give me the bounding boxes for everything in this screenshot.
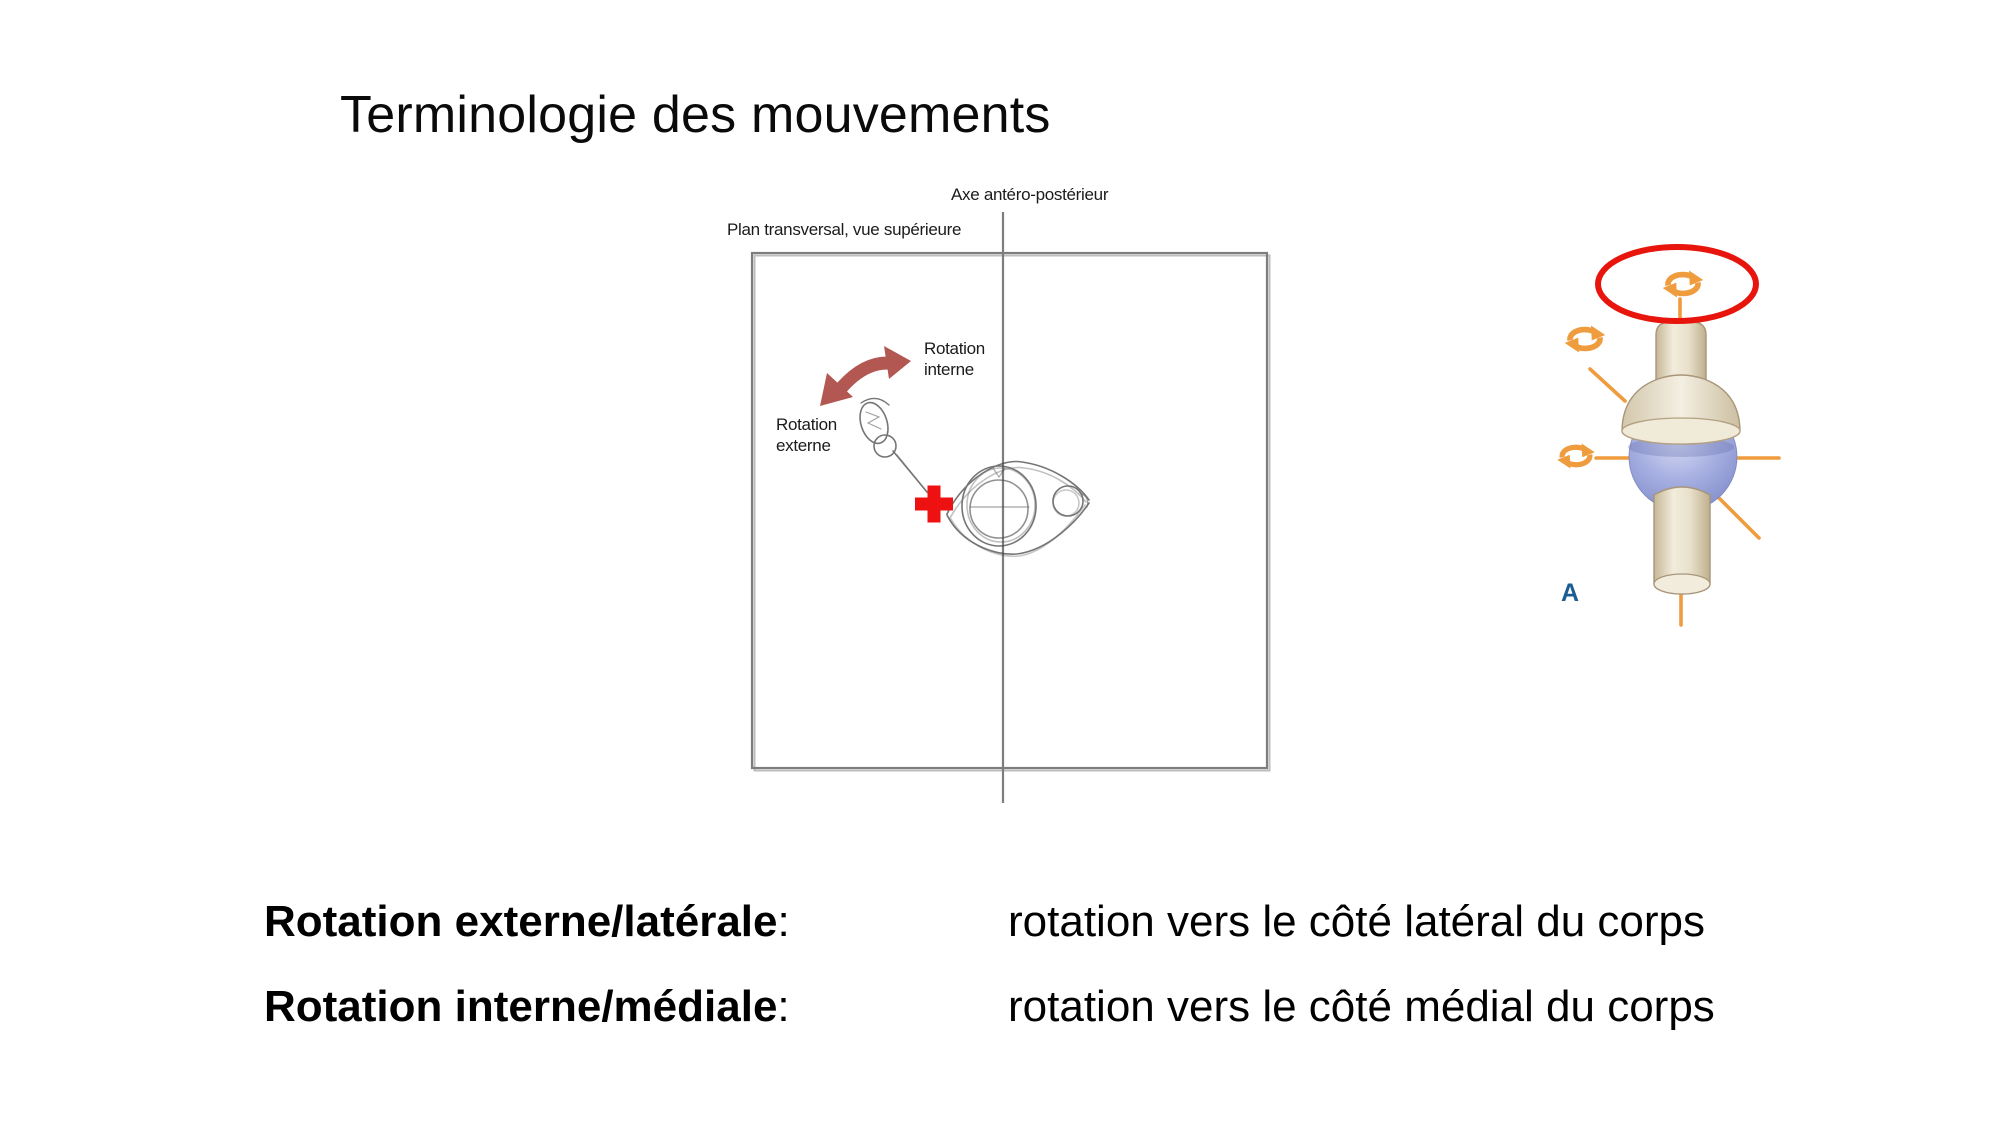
plane-frame xyxy=(750,251,1269,770)
definition-term-text: Rotation interne/médiale xyxy=(264,982,778,1031)
definition-colon: : xyxy=(777,982,790,1031)
left-hand-sketch xyxy=(859,401,889,445)
lower-bone-end xyxy=(1653,573,1711,595)
axis-label: Axe antéro-postérieur xyxy=(951,185,1109,204)
curved-double-rotation-arrow-icon xyxy=(820,346,911,406)
joint-axis-lines xyxy=(1588,297,1781,627)
definition-term-text: Rotation externe/latérale xyxy=(264,897,778,946)
definition-colon: : xyxy=(777,897,790,946)
definition-text-row-1: rotation vers le côté latéral du corps xyxy=(1008,897,1706,946)
rotation-arrows-icon-left xyxy=(1557,444,1595,469)
body-top-view-sketch xyxy=(859,397,1090,557)
rotation-arrows-icon-top xyxy=(1663,271,1704,298)
left-arm-sketch xyxy=(892,450,928,493)
plane-frame-shadow xyxy=(753,254,1271,772)
page-title: Terminologie des mouvements xyxy=(340,86,1051,144)
highlight-ellipse xyxy=(1595,244,1759,324)
rotation-externe-label: Rotation externe xyxy=(776,415,837,455)
socket-rim xyxy=(1621,417,1741,445)
plane-label: Plan transversal, vue supérieure xyxy=(727,220,962,239)
definition-term-row-2: Rotation interne/médiale: xyxy=(264,982,790,1032)
definition-text-row-2: rotation vers le côté médial du corps xyxy=(1008,982,1715,1031)
transversal-plane-figure xyxy=(750,212,1271,803)
joint-figure-label: A xyxy=(1561,579,1580,607)
plus-cross-marker-icon xyxy=(915,485,953,523)
ball-joint-figure xyxy=(1530,244,1781,627)
rotation-arrows-icon-upper-left xyxy=(1565,326,1606,353)
definition-term-row-1: Rotation externe/latérale: xyxy=(264,897,790,947)
rotation-interne-label: Rotation interne xyxy=(924,339,985,379)
upper-bone-shaft xyxy=(1655,321,1707,381)
right-fist-sketch xyxy=(1052,485,1084,517)
head-outline-sketch xyxy=(961,465,1037,547)
